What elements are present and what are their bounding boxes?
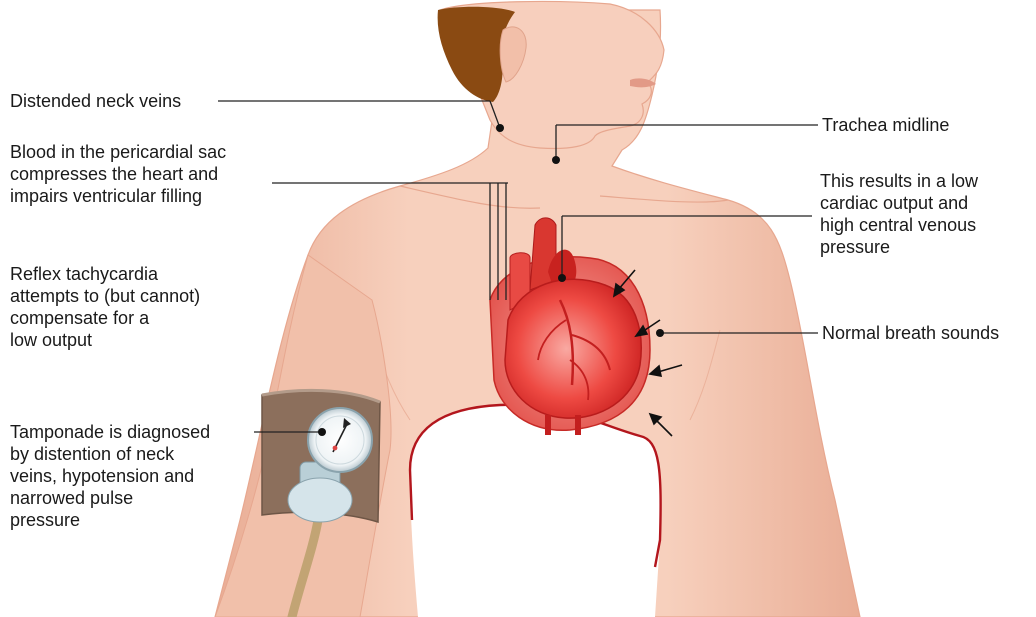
label-distended-neck-veins: Distended neck veins: [10, 90, 181, 112]
label-line: by distention of neck: [10, 443, 210, 465]
label-reflex-tachycardia: Reflex tachycardia attempts to (but cann…: [10, 263, 200, 351]
label-line: pressure: [820, 236, 978, 258]
label-line: Tamponade is diagnosed: [10, 421, 210, 443]
label-line: cardiac output and: [820, 192, 978, 214]
label-tamponade-diagnosis: Tamponade is diagnosed by distention of …: [10, 421, 210, 531]
label-line: This results in a low: [820, 170, 978, 192]
label-line: high central venous: [820, 214, 978, 236]
label-line: Trachea midline: [822, 114, 949, 136]
label-line: compresses the heart and: [10, 163, 226, 185]
label-line: compensate for a: [10, 307, 200, 329]
label-line: Reflex tachycardia: [10, 263, 200, 285]
label-line: attempts to (but cannot): [10, 285, 200, 307]
label-line: Distended neck veins: [10, 90, 181, 112]
label-line: narrowed pulse: [10, 487, 210, 509]
label-normal-breath-sounds: Normal breath sounds: [822, 322, 999, 344]
label-line: Normal breath sounds: [822, 322, 999, 344]
label-line: veins, hypotension and: [10, 465, 210, 487]
label-line: low output: [10, 329, 200, 351]
label-line: impairs ventricular filling: [10, 185, 226, 207]
label-line: pressure: [10, 509, 210, 531]
lung-region: [410, 405, 661, 617]
label-trachea-midline: Trachea midline: [822, 114, 949, 136]
label-pericardial-sac: Blood in the pericardial sac compresses …: [10, 141, 226, 207]
label-cardiac-output: This results in a low cardiac output and…: [820, 170, 978, 258]
label-line: Blood in the pericardial sac: [10, 141, 226, 163]
bp-gauge-icon: [308, 408, 372, 472]
